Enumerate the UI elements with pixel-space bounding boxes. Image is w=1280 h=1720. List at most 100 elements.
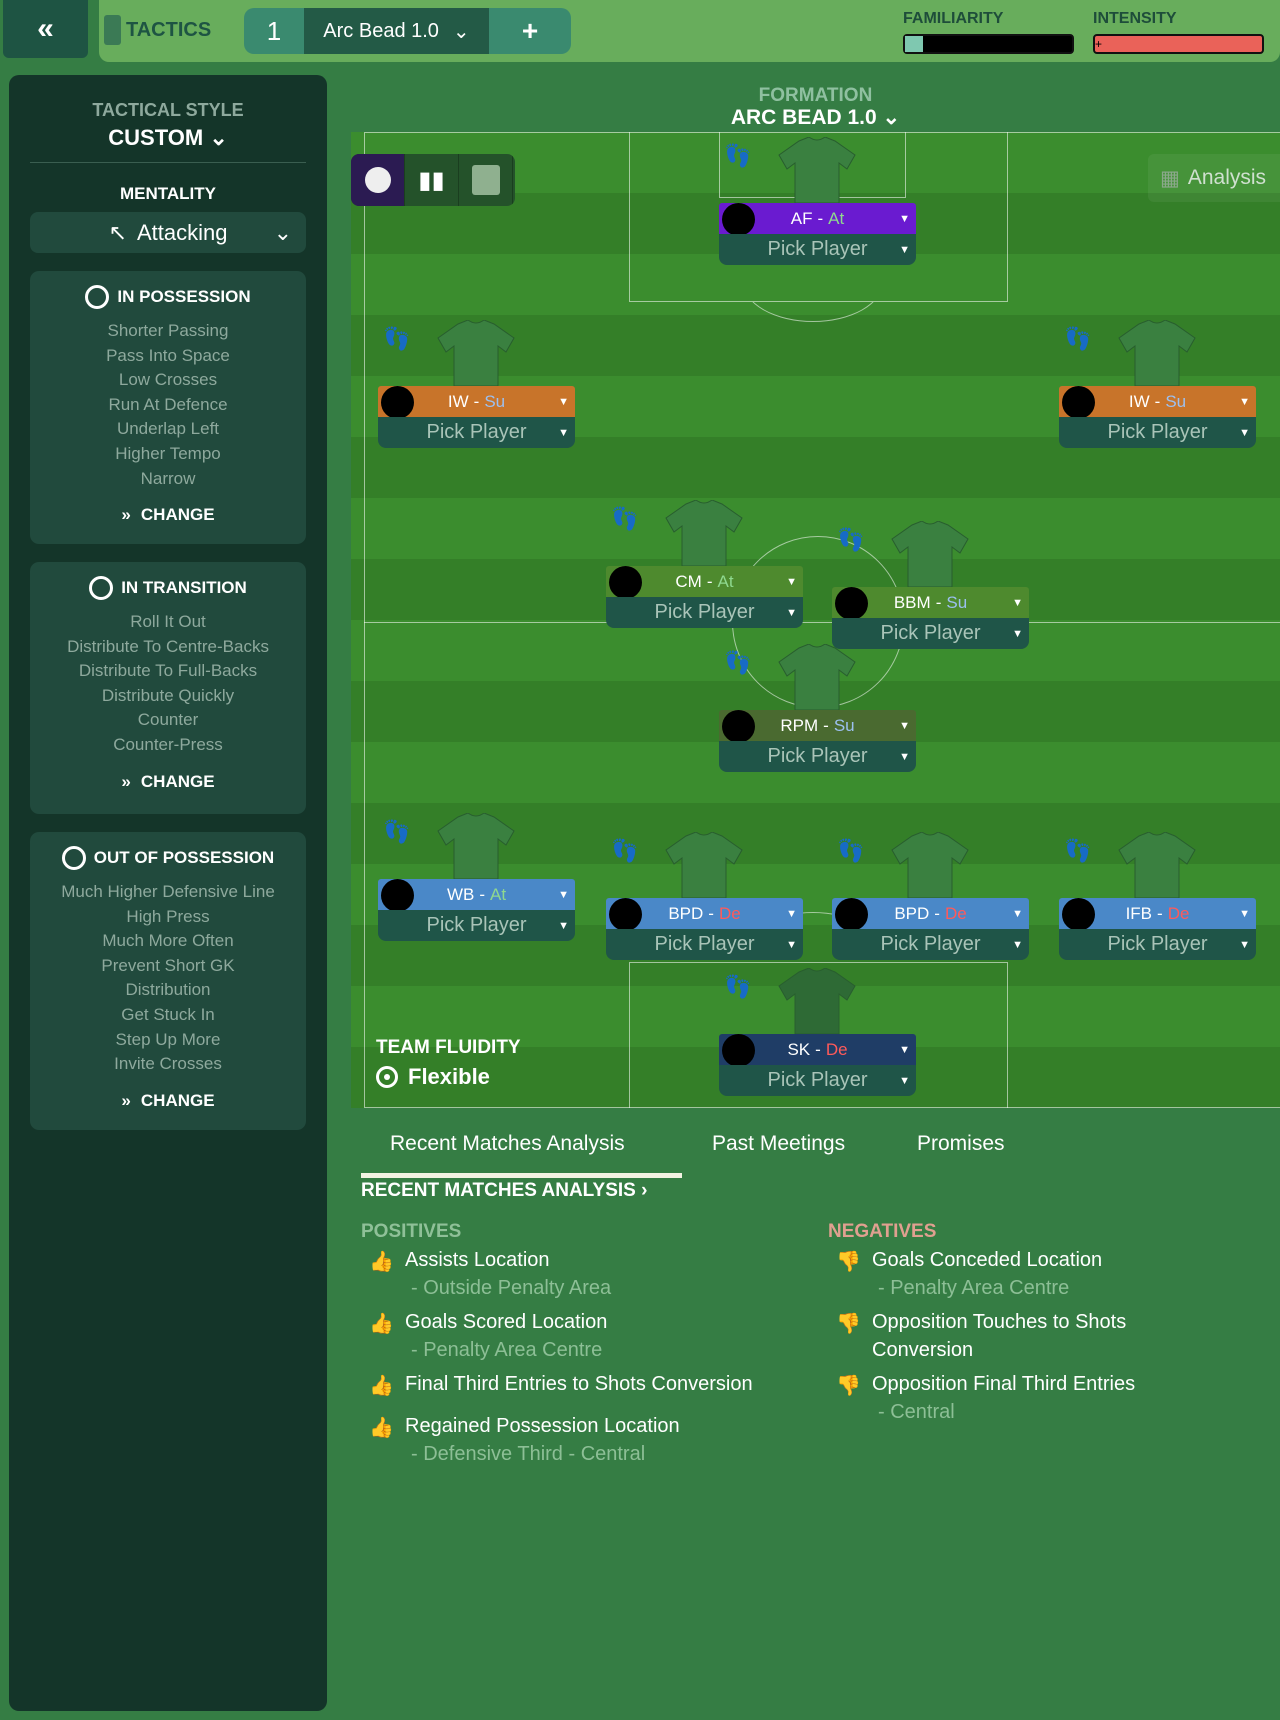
pick-player-label: Pick Player <box>654 933 755 955</box>
player-shirt[interactable] <box>664 831 744 899</box>
duty: De <box>825 1039 848 1059</box>
player-shirt[interactable] <box>664 499 744 567</box>
tactical-style-dropdown[interactable]: CUSTOM ⌄ <box>9 125 327 151</box>
dropdown-arrow-icon: ▼ <box>786 606 797 619</box>
tab-promises[interactable]: Promises <box>917 1132 1005 1155</box>
pick-player-dropdown[interactable]: Pick Player▼ <box>606 597 803 628</box>
instruction-item: Step Up More <box>115 1029 221 1049</box>
player-shirt[interactable] <box>890 520 970 588</box>
team-fluidity-value[interactable]: Flexible <box>376 1064 490 1090</box>
instruction-item: Much Higher Defensive Line <box>61 882 275 901</box>
dropdown-arrow-icon: ▼ <box>558 426 569 439</box>
role-selector[interactable]: BPD-De▼ <box>832 898 1029 931</box>
analysis-button[interactable]: ▦Analysis <box>1148 154 1280 202</box>
change-label: CHANGE <box>140 505 215 525</box>
dropdown-arrow-icon: ▼ <box>786 575 797 588</box>
negative-title: Goals Conceded Location <box>872 1249 1103 1271</box>
pick-player-dropdown[interactable]: Pick Player ▼ <box>1059 417 1256 448</box>
instruction-item: Get Stuck In <box>121 1004 215 1024</box>
player-shirt[interactable] <box>777 967 857 1035</box>
duty: At <box>828 208 845 228</box>
tab-past-meetings[interactable]: Past Meetings <box>712 1132 846 1155</box>
player-avatar <box>609 566 642 599</box>
change-button[interactable]: »CHANGE <box>30 772 306 792</box>
dropdown-arrow-icon: ▼ <box>1239 907 1250 920</box>
pick-player-dropdown[interactable]: Pick Player▼ <box>832 929 1029 960</box>
tactical-style-value: CUSTOM <box>108 125 204 150</box>
add-tactic-button[interactable]: + <box>521 15 539 46</box>
dropdown-arrow-icon: ▼ <box>1012 596 1023 609</box>
role-separator: - <box>706 571 713 591</box>
sidebar: TACTICAL STYLE CUSTOM ⌄ MENTALITY ↖Attac… <box>9 75 327 1711</box>
player-shirt[interactable] <box>1117 319 1197 387</box>
change-button[interactable]: »CHANGE <box>30 505 306 525</box>
pick-player-dropdown[interactable]: Pick Player▼ <box>719 1065 916 1096</box>
player-avatar <box>381 386 414 419</box>
change-label: CHANGE <box>140 1090 215 1110</box>
pick-player-dropdown[interactable]: Pick Player▼ <box>832 618 1029 649</box>
role-selector[interactable]: CM-At▼ <box>606 566 803 599</box>
player-shirt[interactable] <box>777 643 857 711</box>
target-icon <box>376 1066 398 1088</box>
team-fluidity-label: TEAM FLUIDITY <box>376 1037 521 1058</box>
dropdown-arrow-icon: ▼ <box>558 919 569 932</box>
pick-player-label: Pick Player <box>426 421 527 443</box>
preferred-foot-icon: 👣 <box>611 838 639 863</box>
tactic-dropdown[interactable]: Arc Bead 1.0⌄ <box>304 8 489 54</box>
dropdown-arrow-icon: ▼ <box>558 395 569 408</box>
instruction-item: Much More Often <box>102 931 234 951</box>
role-selector[interactable]: IFB-De▼ <box>1059 898 1256 931</box>
change-button[interactable]: » CHANGE <box>30 1091 306 1111</box>
tab-recent-matches-analysis[interactable]: Recent Matches Analysis <box>390 1132 625 1155</box>
duty: Su <box>833 715 855 735</box>
formation-dropdown[interactable]: ARC BEAD 1.0 ⌄ <box>351 105 1280 130</box>
instruction-item: Higher Tempo <box>115 443 221 463</box>
role-name: AF <box>790 208 813 228</box>
stats-view-button[interactable]: ▮▮ <box>405 154 459 206</box>
pick-player-dropdown[interactable]: Pick Player▼ <box>1059 929 1256 960</box>
mentality-dropdown[interactable]: ↖Attacking⌄ <box>30 212 306 253</box>
role-selector[interactable]: IW-Su▼ <box>378 386 575 419</box>
duty: Su <box>484 391 506 411</box>
tactic-slot-button[interactable]: 1 <box>266 15 282 46</box>
role-name: CM <box>675 571 702 591</box>
role-selector[interactable]: BBM-Su▼ <box>832 587 1029 620</box>
intensity-bar[interactable]: + <box>1093 34 1264 54</box>
familiarity-bar[interactable] <box>903 34 1074 54</box>
pick-player-label: Pick Player <box>1107 421 1208 443</box>
player-shirt[interactable] <box>1117 831 1197 899</box>
analysis-heading-link[interactable]: RECENT MATCHES ANALYSIS › <box>361 1180 648 1201</box>
role-selector[interactable]: WB-At▼ <box>378 879 575 912</box>
role-selector[interactable]: BPD-De▼ <box>606 898 803 931</box>
instruction-item: Shorter Passing <box>107 321 229 340</box>
double-chevron-right-icon: » <box>121 1090 131 1110</box>
player-avatar <box>722 203 755 236</box>
dropdown-arrow-icon: ▼ <box>558 888 569 901</box>
role-selector[interactable]: IW-Su▼ <box>1059 386 1256 419</box>
player-avatar <box>381 879 414 912</box>
role-selector[interactable]: RPM-Su▼ <box>719 710 916 743</box>
dropdown-arrow-icon: ▼ <box>1239 426 1250 439</box>
pick-player-dropdown[interactable]: Pick Player▼ <box>719 741 916 772</box>
player-shirt[interactable] <box>436 319 516 387</box>
role-separator: - <box>823 715 829 735</box>
player-shirt[interactable] <box>890 831 970 899</box>
player-view-button[interactable] <box>351 154 405 206</box>
pick-player-dropdown[interactable]: Pick Player▼ <box>719 234 916 265</box>
double-chevron-right-icon: » <box>121 771 131 791</box>
player-shirt[interactable] <box>777 136 857 204</box>
tactics-board-icon <box>471 165 500 195</box>
role-selector[interactable]: SK-De▼ <box>719 1034 916 1067</box>
pick-player-dropdown[interactable]: Pick Player▼ <box>378 910 575 941</box>
back-button[interactable]: « <box>3 0 88 58</box>
tactics-view-button[interactable] <box>459 154 513 206</box>
pick-player-dropdown[interactable]: Pick Player▼ <box>606 929 803 960</box>
player-shirt[interactable] <box>436 812 516 880</box>
role-selector[interactable]: AF-At▼ <box>719 203 916 236</box>
thumbs-down-icon: 👎 <box>836 1375 861 1397</box>
pick-player-dropdown[interactable]: Pick Player ▼ <box>378 417 575 448</box>
dropdown-arrow-icon: ▼ <box>1012 907 1023 920</box>
formation-name: ARC BEAD 1.0 <box>730 106 877 129</box>
